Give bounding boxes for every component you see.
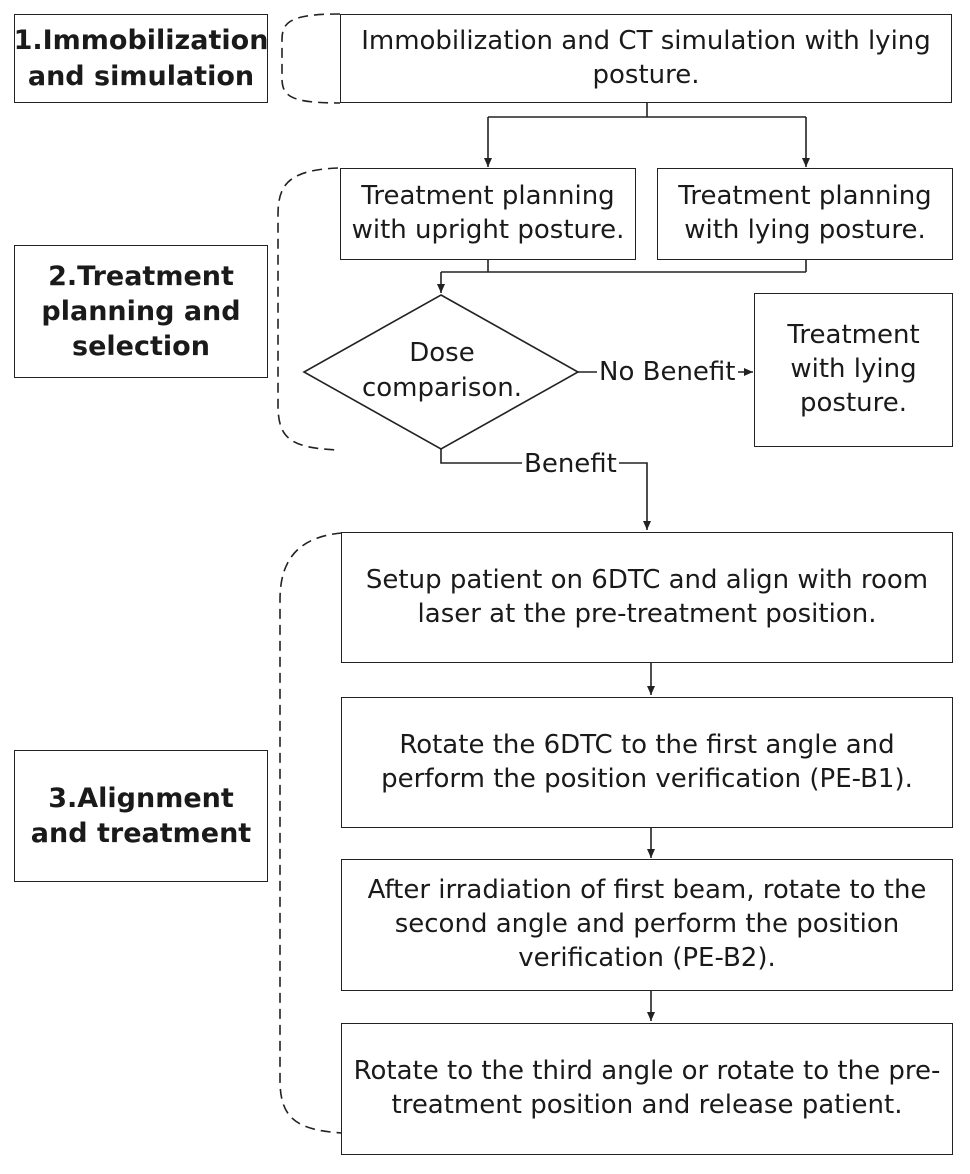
third-angle-box: Rotate to the third angle or rotate to t… bbox=[341, 1023, 953, 1155]
benefit-label: Benefit bbox=[522, 449, 619, 479]
immobilization-text: Immobilization and CT simulation with ly… bbox=[361, 25, 931, 90]
plan-lying-text: Treatment planning with lying posture. bbox=[678, 181, 932, 245]
stage-1-box: 1.Immobilization and simulation bbox=[14, 14, 268, 103]
plan-upright-text: Treatment planning with upright posture. bbox=[351, 181, 625, 245]
immobilization-box: Immobilization and CT simulation with ly… bbox=[340, 14, 952, 103]
third-angle-text: Rotate to the third angle or rotate to t… bbox=[353, 1056, 941, 1120]
second-angle-text: After irradiation of first beam, rotate … bbox=[367, 875, 927, 973]
rotate-first-box: Rotate the 6DTC to the first angle and p… bbox=[341, 697, 953, 828]
setup-box: Setup patient on 6DTC and align with roo… bbox=[341, 532, 953, 663]
stage-3-box: 3.Alignment and treatment bbox=[14, 750, 268, 882]
stage-3-label: 3.Alignment and treatment bbox=[30, 782, 252, 849]
dose-comparison-text: Dose comparison. bbox=[361, 338, 523, 404]
plan-lying-box: Treatment planning with lying posture. bbox=[657, 168, 953, 260]
stage-1-label: 1.Immobilization and simulation bbox=[13, 25, 269, 92]
stage-2-box: 2.Treatment planning and selection bbox=[14, 245, 268, 378]
bracket-stage-1 bbox=[281, 13, 341, 104]
second-angle-box: After irradiation of first beam, rotate … bbox=[341, 859, 953, 991]
bracket-stage-2 bbox=[277, 167, 339, 451]
bracket-stage-3 bbox=[279, 532, 343, 1134]
plan-upright-box: Treatment planning with upright posture. bbox=[340, 168, 636, 260]
treat-lying-box: Treatment with lying posture. bbox=[754, 293, 953, 447]
rotate-first-text: Rotate the 6DTC to the first angle and p… bbox=[381, 729, 913, 794]
treat-lying-text: Treatment with lying posture. bbox=[787, 320, 920, 418]
no-benefit-label: No Benefit bbox=[597, 357, 738, 387]
stage-2-label: 2.Treatment planning and selection bbox=[41, 260, 241, 363]
setup-text: Setup patient on 6DTC and align with roo… bbox=[365, 564, 929, 629]
